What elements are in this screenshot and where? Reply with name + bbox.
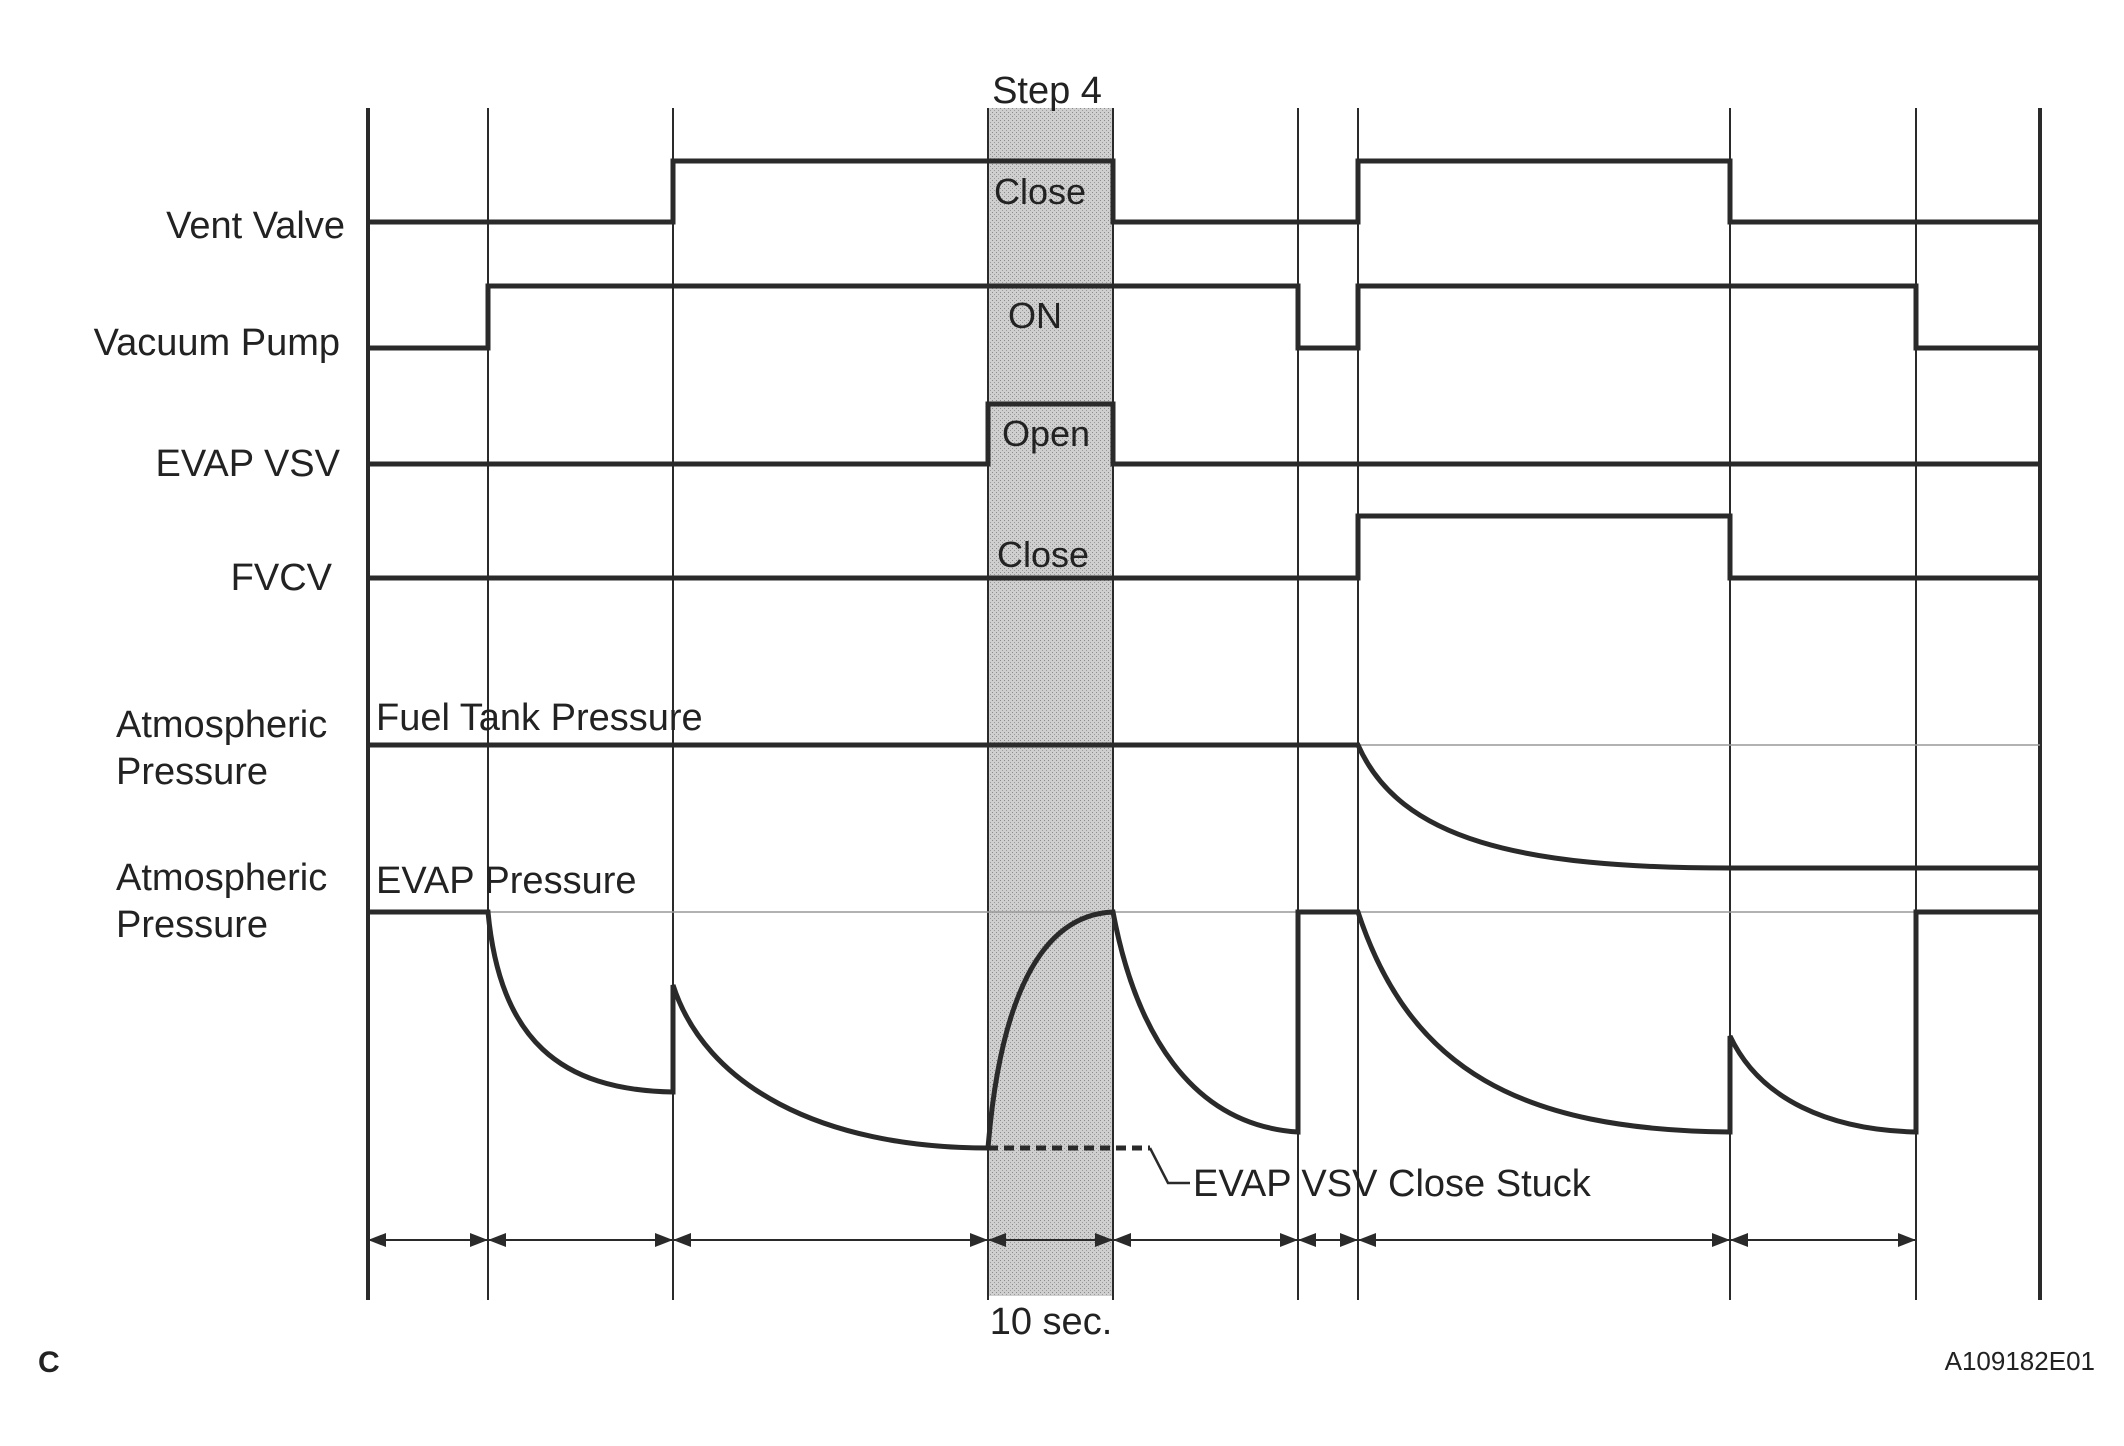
arrowhead-left [488, 1233, 506, 1247]
vacuum-pump-state-label: ON [1008, 295, 1062, 336]
arrowhead-right [470, 1233, 488, 1247]
evap-axis-label-line2: Pressure [116, 904, 268, 946]
arrowhead-left [368, 1233, 386, 1247]
close-stuck-leader [1148, 1147, 1190, 1185]
arrowhead-right [1340, 1233, 1358, 1247]
close-stuck-annotation: EVAP VSV Close Stuck [1193, 1163, 1592, 1205]
evap-vsv-state-label: Open [1002, 413, 1090, 454]
vent-valve-state-label: Close [994, 171, 1086, 212]
vent-valve-label: Vent Valve [166, 205, 345, 247]
arrowhead-right [1280, 1233, 1298, 1247]
arrowhead-right [970, 1233, 988, 1247]
arrowhead-right [1095, 1233, 1113, 1247]
fuel-tank-pressure-curve [368, 742, 2040, 871]
figure-id: A109182E01 [1945, 1346, 2095, 1376]
arrowhead-right [1898, 1233, 1916, 1247]
step4-band [988, 108, 1113, 1296]
vent-valve-waveform [368, 158, 2040, 225]
arrowhead-left [1113, 1233, 1131, 1247]
evap-curve-label: EVAP Pressure [376, 860, 637, 902]
fuel-tank-axis-label-line1: Atmospheric [116, 704, 327, 746]
vacuum-pump-waveform [368, 283, 2040, 351]
arrowhead-right [1712, 1233, 1730, 1247]
dimension-arrows [368, 1233, 1916, 1247]
fuel-tank-axis-label-line2: Pressure [116, 751, 268, 793]
time-label: 10 sec. [990, 1301, 1113, 1343]
arrowhead-right [655, 1233, 673, 1247]
evap-vsv-label: EVAP VSV [156, 443, 341, 485]
vacuum-pump-label: Vacuum Pump [94, 322, 340, 364]
step-label: Step 4 [992, 70, 1102, 112]
arrowhead-left [673, 1233, 691, 1247]
evap-pressure-curve [368, 909, 2040, 1151]
arrowhead-left [1358, 1233, 1376, 1247]
corner-label: C [38, 1346, 60, 1379]
evap-axis-label-line1: Atmospheric [116, 857, 327, 899]
arrowhead-left [1298, 1233, 1316, 1247]
fvcv-waveform [368, 513, 2040, 581]
arrowhead-left [988, 1233, 1006, 1247]
fvcv-state-label: Close [997, 534, 1089, 575]
fvcv-label: FVCV [231, 557, 333, 599]
arrowhead-left [1730, 1233, 1748, 1247]
fuel-tank-curve-label: Fuel Tank Pressure [376, 697, 703, 739]
evap-vsv-waveform [368, 401, 2040, 467]
